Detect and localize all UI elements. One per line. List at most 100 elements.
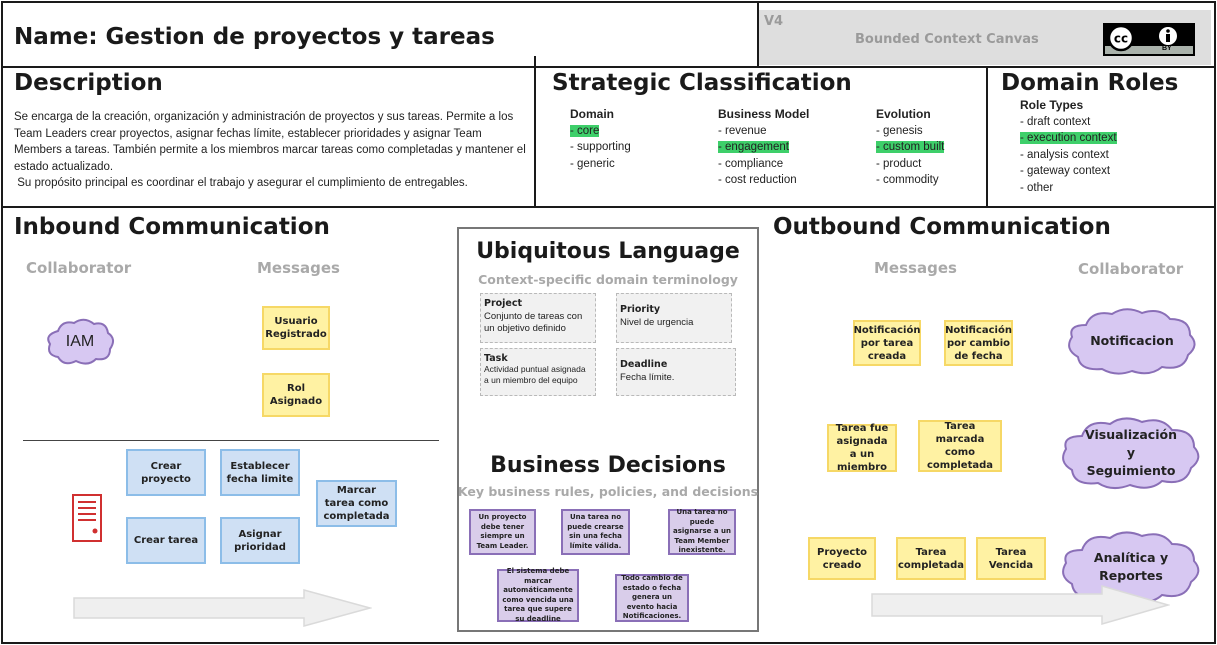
outbound-message: Tarea fue asignada a un miembro: [827, 423, 897, 473]
role-gateway: - gateway context: [1020, 165, 1111, 177]
evo-product: - product: [876, 157, 922, 170]
divider: [1, 206, 1214, 208]
inbound-collaborator-label: Collaborator: [26, 259, 132, 277]
term-name: Task: [484, 353, 508, 364]
domain-generic: - generic: [570, 157, 615, 170]
term-desc: Fecha límite.: [620, 371, 675, 383]
role-analysis: - analysis context: [1020, 148, 1109, 161]
description-text-2: Su propósito principal es coordinar el t…: [14, 177, 468, 189]
evo-commodity: - commodity: [876, 174, 939, 186]
domain-column: Domain - core - supporting - generic: [570, 106, 631, 172]
inbound-messages-label: Messages: [257, 259, 340, 277]
business-rule: Una tarea no puede asignarse a un Team M…: [668, 508, 736, 555]
outbound-message: Notificación por cambio de fecha: [944, 320, 1013, 366]
domain-label: Domain: [570, 107, 615, 121]
business-rule: Una tarea no puede crearse sin una fecha…: [561, 509, 630, 555]
collaborator-label: Visualización y Seguimiento: [1085, 427, 1177, 478]
inbound-command: Establecer fecha limite: [220, 449, 300, 496]
bm-revenue: - revenue: [718, 124, 767, 137]
evo-genesis: - genesis: [876, 124, 923, 137]
business-rule: Todo cambio de estado o fecha genera un …: [615, 574, 689, 622]
bm-engagement: - engagement: [718, 141, 789, 153]
collaborator-label: Analítica y Reportes: [1093, 550, 1169, 583]
domain-core: - core: [570, 124, 600, 137]
term-name: Priority: [620, 304, 661, 315]
outbound-message: Tarea Vencida: [976, 537, 1046, 580]
term-desc: Conjunto de tareas con un objetivo defin…: [484, 310, 583, 335]
outbound-message: Proyecto creado: [808, 537, 876, 580]
strategic-title: Strategic Classification: [552, 70, 852, 96]
outbound-message: Tarea completada: [896, 537, 966, 580]
term-desc: Nivel de urgencia: [620, 316, 694, 328]
business-model-label: Business Model: [718, 107, 810, 121]
server-icon-graphic: [72, 494, 102, 542]
business-decisions-subtitle: Key business rules, policies, and decisi…: [457, 484, 759, 499]
business-rule: Un proyecto debe tener siempre un Team L…: [469, 509, 536, 555]
inbound-message: Usuario Registrado: [262, 306, 330, 350]
context-name: Name: Gestion de proyectos y tareas: [14, 24, 495, 50]
divider: [534, 56, 536, 207]
term-task: Task Actividad puntual asignada a un mie…: [480, 348, 596, 396]
domain-supporting: - supporting: [570, 141, 631, 153]
outbound-collaborator-label: Collaborator: [1078, 260, 1184, 278]
inbound-arrow: [72, 588, 373, 633]
cloud-shape: [47, 318, 114, 365]
term-desc: Actividad puntual asignada a un miembro …: [484, 364, 586, 385]
inbound-command: Crear proyecto: [126, 449, 206, 496]
outbound-messages-label: Messages: [874, 259, 957, 277]
outbound-message: Notificación por tarea creada: [853, 320, 921, 366]
evolution-column: Evolution - genesis - custom built - pro…: [876, 106, 945, 189]
canvas-title: Bounded Context Canvas: [855, 32, 1039, 47]
bm-compliance: - compliance: [718, 157, 784, 170]
cloud-shape: [1062, 531, 1200, 603]
outbound-message: Tarea marcada como completada: [918, 420, 1002, 472]
role-other: - other: [1020, 181, 1054, 194]
cc-by-icon: cc BY: [1103, 23, 1195, 56]
divider: [757, 1, 759, 67]
svg-text:cc: cc: [1114, 32, 1128, 46]
cc-logo-icon: cc: [1105, 24, 1193, 52]
divider: [986, 66, 988, 207]
collaborator-iam: IAM: [44, 317, 116, 367]
term-priority: Priority Nivel de urgencia: [616, 293, 732, 343]
version-label: V4: [764, 14, 784, 29]
outbound-title: Outbound Communication: [773, 214, 1111, 240]
cloud-shape: [1068, 308, 1196, 375]
role-types-column: Role Types - draft context - execution c…: [1020, 97, 1117, 196]
inbound-message: Rol Asignado: [262, 373, 330, 417]
term-project: Project Conjunto de tareas con un objeti…: [480, 293, 596, 343]
inbound-separator: [23, 440, 439, 441]
business-rule: El sistema debe marcar automáticamente c…: [497, 567, 579, 623]
arrow-right-icon: [73, 589, 373, 627]
role-types-label: Role Types: [1020, 98, 1084, 112]
term-name: Deadline: [620, 359, 668, 370]
role-execution: - execution context: [1020, 132, 1117, 144]
server-icon: [71, 493, 103, 548]
term-deadline: Deadline Fecha límite.: [616, 348, 736, 396]
role-draft: - draft context: [1020, 115, 1091, 128]
inbound-title: Inbound Communication: [14, 214, 330, 240]
bm-cost-reduction: - cost reduction: [718, 174, 797, 186]
collaborator-label: Notificacion: [1090, 333, 1174, 348]
inbound-command: Asignar prioridad: [220, 517, 300, 564]
collaborator-iam-label: IAM: [65, 333, 95, 350]
business-decisions-title: Business Decisions: [490, 453, 726, 478]
inbound-command: Marcar tarea como completada: [316, 480, 397, 527]
collaborator-visualizacion: Visualización y Seguimiento: [1058, 414, 1204, 492]
collaborator-notificacion: Notificacion: [1064, 305, 1200, 377]
evolution-label: Evolution: [876, 107, 931, 121]
divider: [1, 66, 1214, 68]
outbound-arrow: [870, 584, 1171, 631]
arrow-right-icon: [871, 585, 1171, 625]
ubiquitous-subtitle: Context-specific domain terminology: [478, 272, 738, 287]
description-title: Description: [14, 70, 163, 96]
business-model-column: Business Model - revenue - engagement - …: [718, 106, 809, 189]
term-name: Project: [484, 298, 523, 309]
description-text: Se encarga de la creación, organización …: [14, 111, 526, 173]
cloud-shape: [1062, 417, 1200, 489]
collaborator-analitica: Analítica y Reportes: [1058, 528, 1204, 606]
evo-custom-built: - custom built: [876, 141, 945, 153]
license-by-label: BY: [1162, 45, 1172, 52]
ubiquitous-title: Ubiquitous Language: [476, 239, 740, 264]
